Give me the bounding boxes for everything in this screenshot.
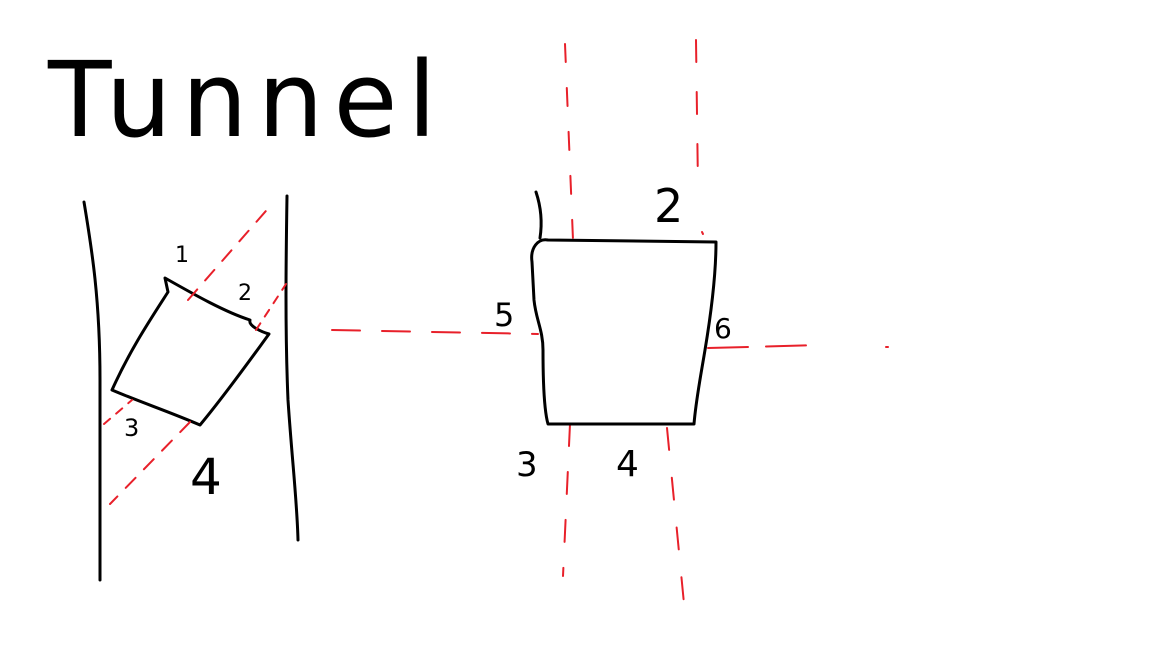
right-guide-top-right [695,39,699,189]
right-diagram: 2 5 6 3 4 [494,39,889,615]
right-guide-top-left [564,43,574,241]
left-guide-lower-left [103,399,133,425]
tunnel-edge-curve [534,190,543,240]
left-label-3: 3 [124,414,139,442]
tilted-box [110,276,271,427]
left-guide-bottom [109,421,191,505]
right-label-5: 5 [494,296,514,334]
title-text: Tunnel [47,39,446,161]
right-guide-bottom-right [666,427,686,615]
left-label-4: 4 [190,448,222,506]
left-label-1: 1 [175,243,189,268]
right-guide-top-right-dot [701,231,704,235]
tunnel-right-wall [284,194,300,542]
right-guide-bottom-left [562,423,571,577]
connector-guide [331,329,539,335]
left-guide-mid [255,283,287,331]
right-guide-horizontal [707,344,823,349]
front-box [530,238,718,426]
tunnel-left-wall [82,200,102,582]
left-guide-top [187,203,273,301]
left-diagram: 1 2 3 4 [82,194,300,582]
right-label-2: 2 [654,179,683,233]
left-label-2: 2 [238,281,252,306]
right-label-3: 3 [516,445,538,485]
right-label-4: 4 [616,444,639,485]
right-label-6: 6 [714,312,732,345]
